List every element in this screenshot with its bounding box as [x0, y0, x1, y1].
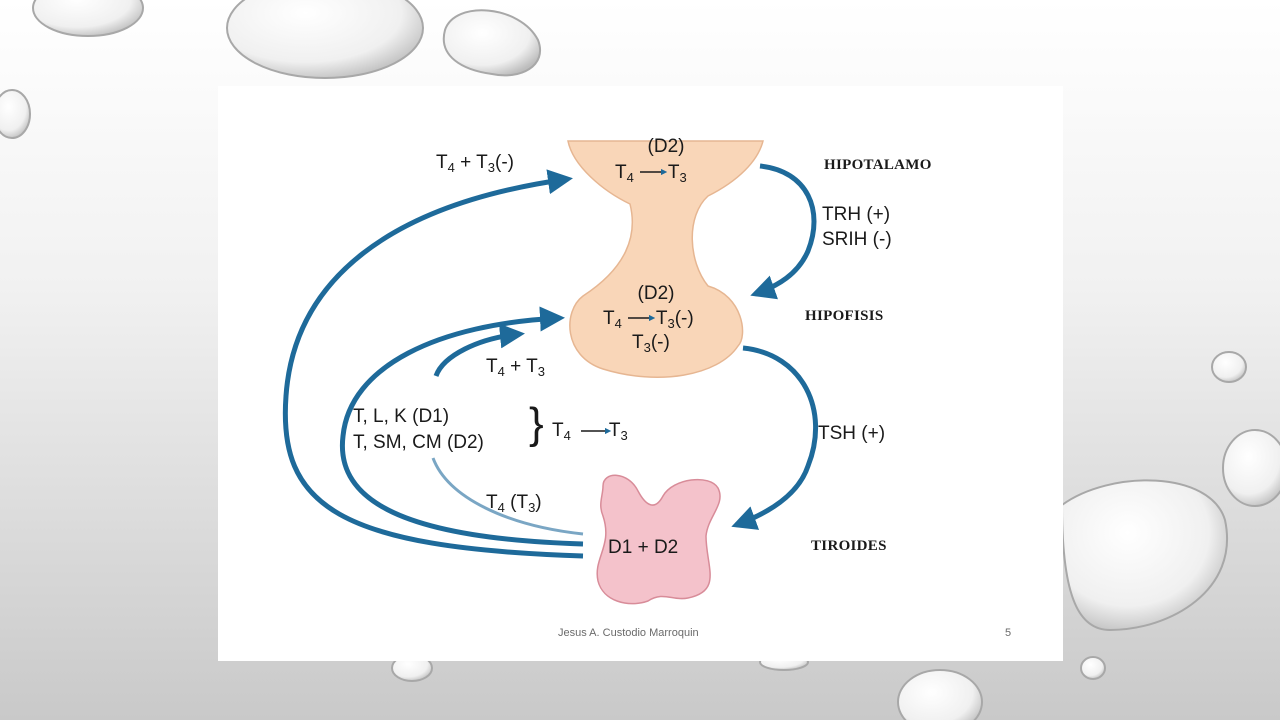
footer-author: Jesus A. Custodio Marroquin	[558, 627, 699, 639]
arrow-thyroid-to-peripheral	[431, 457, 584, 536]
organ-label-pituitary: HIPOFISIS	[805, 308, 884, 324]
arrow-thyroid-to-pituitary	[339, 306, 584, 547]
label-tsh: TSH (+)	[818, 423, 886, 444]
hormone-regulation-diagram	[282, 140, 819, 605]
peripheral-brace: }	[529, 399, 544, 448]
label-srih: SRIH (-)	[822, 229, 892, 250]
peripheral-line-d2: T, SM, CM (D2)	[353, 432, 484, 453]
label-trh: TRH (+)	[822, 204, 891, 225]
label-to-hypothalamus: T4 + T3(-)	[436, 152, 514, 175]
pituitary-enzyme: (D2)	[637, 283, 675, 304]
organ-label-thyroid: TIROIDES	[811, 538, 887, 554]
footer-page-number: 5	[1005, 627, 1012, 639]
thyroid-enzymes: D1 + D2	[608, 537, 679, 558]
label-to-pituitary: T4 + T3	[486, 356, 545, 379]
hypothalamus-pituitary-shape	[567, 140, 764, 378]
thyroid-shape	[596, 474, 721, 605]
organ-label-hypothalamus: HIPOTALAMO	[824, 157, 932, 173]
peripheral-line-d1: T, L, K (D1)	[353, 406, 450, 427]
arrow-hypothalamus-to-pituitary	[750, 163, 817, 300]
label-from-thyroid: T4 (T3)	[486, 492, 542, 515]
arrow-thyroid-to-hypothalamus	[282, 169, 584, 559]
pituitary-t3-feedback: T3(-)	[632, 332, 670, 355]
arrow-pituitary-to-thyroid	[731, 345, 819, 530]
arrow-peripheral-to-pituitary	[433, 323, 525, 378]
hypothalamus-enzyme: (D2)	[647, 136, 685, 157]
